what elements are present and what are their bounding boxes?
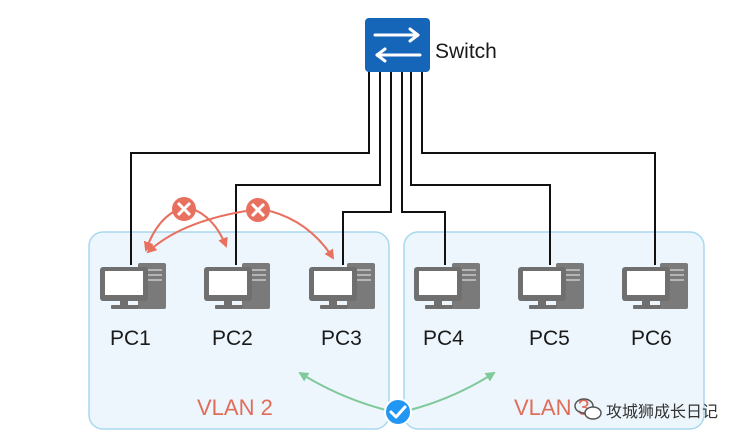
pc-1: PC1 (100, 263, 166, 350)
pc-label: PC1 (110, 327, 151, 350)
cable-pc4 (401, 70, 446, 265)
vlan-3-label: VLAN 3 (514, 395, 590, 420)
switch-icon (365, 18, 430, 72)
allowed-arrows (298, 371, 496, 411)
wechat-icon (574, 398, 602, 420)
blocked-arrow-pc3-to-pc1 (146, 210, 247, 254)
allowed-arrow-left (298, 371, 387, 411)
pc-label: PC4 (423, 327, 464, 350)
pc-5: PC5 (518, 263, 584, 350)
watermark-text: 攻城狮成长日记 (606, 402, 718, 421)
cables (130, 70, 656, 265)
cable-pc5 (410, 70, 551, 265)
cable-pc6 (421, 70, 656, 265)
watermark: 攻城狮成长日记 (574, 398, 718, 421)
pc-6: PC6 (622, 263, 688, 350)
pc-label: PC2 (212, 327, 253, 350)
pc-3: PC3 (309, 263, 375, 350)
cable-pc3 (342, 70, 392, 265)
pc-2: PC2 (204, 263, 270, 350)
switch-label: Switch (435, 40, 497, 63)
pc-label: PC3 (321, 327, 362, 350)
x-circle-icon (172, 197, 196, 221)
vlan-2-label: VLAN 2 (197, 395, 273, 420)
pc-label: PC5 (529, 327, 570, 350)
pc-label: PC6 (631, 327, 672, 350)
x-circle-icon (246, 198, 270, 222)
switch: Switch (365, 18, 497, 72)
cable-pc1 (130, 70, 370, 265)
cable-pc2 (235, 70, 381, 265)
check-circle-icon (384, 398, 412, 426)
allowed-arrow-right (409, 371, 496, 411)
pc-4: PC4 (414, 263, 480, 350)
blocked-arrow-pc1-to-pc3 (269, 210, 335, 260)
